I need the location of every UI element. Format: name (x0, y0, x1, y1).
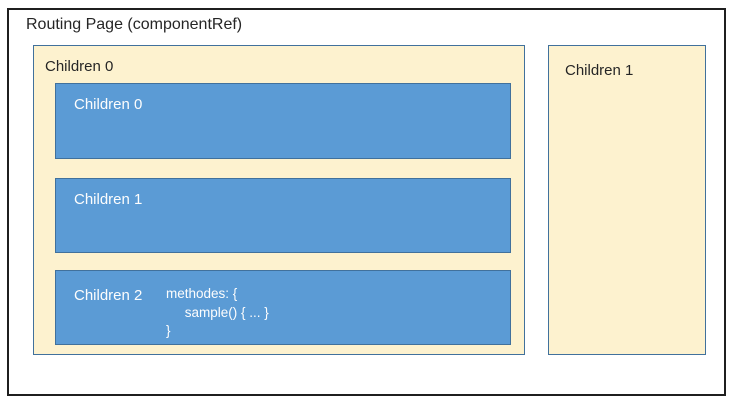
routing-page-title: Routing Page (componentRef) (26, 16, 243, 33)
children1-group-box: Children 1 (548, 45, 706, 355)
code-line-1: methodes: { (166, 286, 238, 301)
child-box-1: Children 1 (55, 178, 511, 253)
children0-group-box: Children 0 Children 0 Children 1 Childre… (33, 45, 525, 355)
code-line-2: sample() { ... } (166, 304, 269, 320)
children0-group-label: Children 0 (45, 58, 114, 75)
child-box-2: Children 2 methodes: { sample() { ... } … (55, 270, 511, 345)
child-box-1-label: Children 1 (74, 191, 143, 208)
child-box-0-label: Children 0 (74, 96, 143, 113)
code-line-3: } (166, 323, 171, 338)
methods-code-block: methodes: { sample() { ... } } (166, 285, 269, 341)
routing-page-box: Routing Page (componentRef) Children 0 C… (7, 8, 726, 396)
children1-group-label: Children 1 (565, 62, 634, 79)
child-box-0: Children 0 (55, 83, 511, 159)
child-box-2-label: Children 2 (74, 287, 143, 304)
